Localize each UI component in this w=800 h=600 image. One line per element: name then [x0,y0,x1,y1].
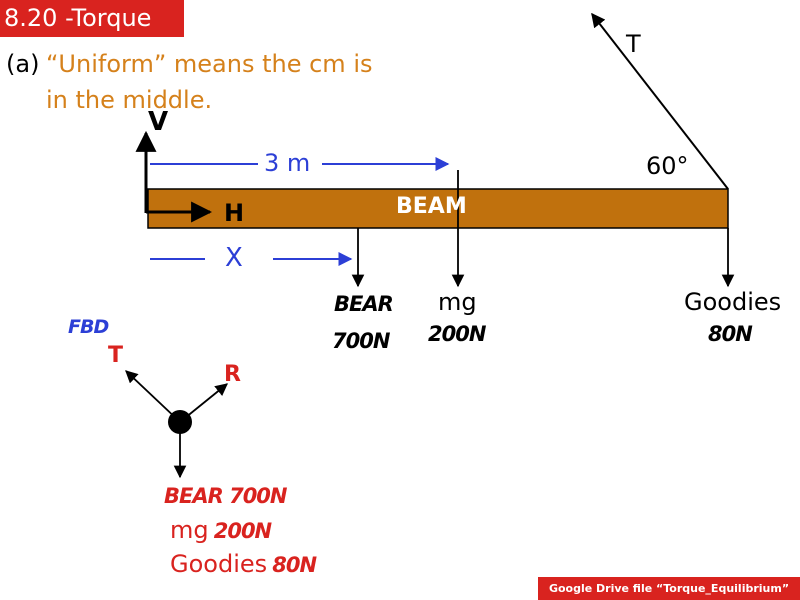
tension-arrow [591,12,729,190]
bear-label: BEAR [334,292,394,316]
dist-label: 3 m [264,149,311,177]
fbd-t-label: T [108,343,124,368]
footer-badge: Google Drive file “Torque_Equilibrium” [538,577,800,600]
goodies-force: 80N [708,322,753,346]
intro-line-2: in the middle. [46,86,213,114]
x-label: X [225,243,243,273]
fbd-r-label: R [224,362,241,387]
fbd-mg-line: mg 200N [170,516,272,544]
bear-force: 700N [332,329,390,353]
beam [147,188,729,229]
h-label: H [224,199,245,227]
tension-label: T [626,30,641,58]
fbd-t-arrow [125,370,181,423]
fbd-mg-force: 200N [213,519,272,543]
angle-label: 60° [646,152,689,180]
fbd-r-arrow [179,383,228,423]
fbd-label: FBD [68,316,109,338]
fbd-goodies-line: Goodies 80N [170,550,317,578]
goodies-label: Goodies [684,288,782,316]
fbd-bear-line: BEAR 700N [164,484,287,508]
slide-title: 8.20 -Torque [0,0,184,37]
mg-force: 200N [428,322,486,346]
mg-label: mg [438,288,477,316]
part-label: (a) [6,50,40,78]
fbd-goodies-force: 80N [272,553,317,577]
v-label: V [148,107,169,137]
fbd-goodies-label: Goodies [170,550,268,578]
beam-label: BEAM [396,194,467,219]
fbd-mg-label: mg [170,516,209,544]
intro-line-1: “Uniform” means the cm is [46,50,373,78]
